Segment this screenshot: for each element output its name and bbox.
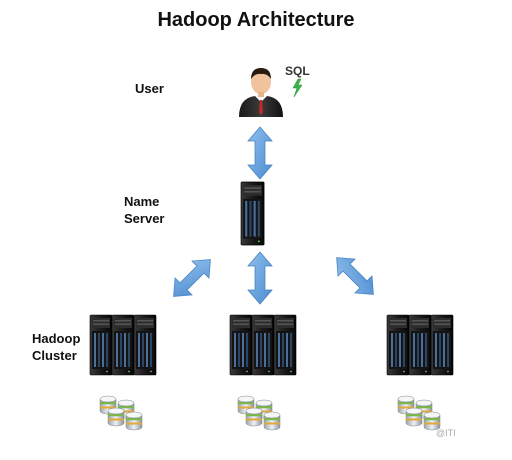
name-server-label: Name Server — [124, 193, 164, 227]
hadoop-cluster-label-line1: Hadoop — [32, 331, 81, 346]
cluster-right-database-icon — [398, 396, 440, 430]
user-icon — [239, 68, 283, 117]
hadoop-cluster-label-line2: Cluster — [32, 348, 77, 363]
cluster-left-server-icon — [90, 315, 156, 375]
arrow-nameserver-right-cluster — [327, 248, 383, 304]
lightning-icon — [292, 78, 303, 98]
arrow-nameserver-left-cluster — [164, 250, 220, 306]
watermark: @ITI — [436, 428, 456, 438]
page-title: Hadoop Architecture — [157, 9, 355, 31]
cluster-middle-database-icon — [238, 396, 280, 430]
arrow-nameserver-middle-cluster — [247, 251, 273, 305]
cluster-left-database-icon — [100, 396, 142, 430]
hadoop-cluster-label: Hadoop Cluster — [32, 330, 80, 364]
name-server-label-line1: Name — [124, 194, 160, 209]
cluster-middle-server-icon — [230, 315, 296, 375]
user-label-text: User — [135, 81, 164, 96]
name-server-icon — [240, 181, 265, 246]
arrow-user-nameserver — [247, 126, 273, 180]
sql-label: SQL — [285, 64, 310, 78]
cluster-right-server-icon — [387, 315, 453, 375]
user-label: User — [135, 80, 164, 97]
name-server-label-line2: Server — [124, 211, 165, 226]
